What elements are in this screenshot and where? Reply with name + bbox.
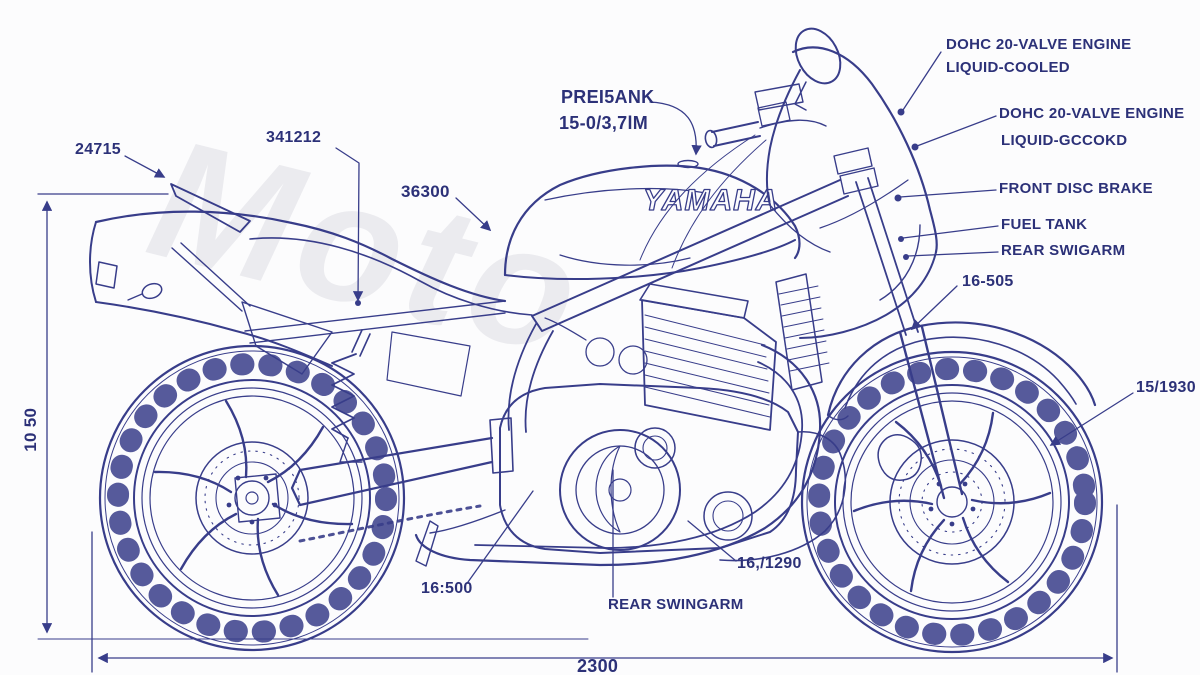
frame-and-swingarm xyxy=(234,179,849,543)
engine-callout-side-line2: LIQUID-GCCOKD xyxy=(1001,132,1128,149)
fuel-tank-shape: YAMAHA xyxy=(503,159,801,281)
rear-wheel xyxy=(98,344,406,652)
tail-and-seat xyxy=(89,183,533,375)
muffler-number: 16,/1290 xyxy=(737,555,802,572)
front-disc-brake-label: FRONT DISC BRAKE xyxy=(999,180,1153,197)
seat-number: 341212 xyxy=(266,129,322,146)
leader-lines xyxy=(124,51,1134,598)
front-wheel xyxy=(800,350,1104,654)
overall-height-dimension: 10 50 xyxy=(21,407,41,452)
dimension-lines xyxy=(37,193,1118,673)
overall-length-dimension: 2300 xyxy=(577,656,619,675)
fairing-and-fork xyxy=(704,27,1097,500)
fuel-tank-label: FUEL TANK xyxy=(1001,216,1088,233)
front-wheel-number: 15/1930 xyxy=(1136,379,1196,396)
tank-spec-line1: PREI5ANK xyxy=(561,87,655,107)
rear-swingarm-lower-label: REAR SWINGARM xyxy=(608,596,744,613)
tank-spec-line2: 15-0/3,7lM xyxy=(559,113,649,133)
yamaha-logo: YAMAHA xyxy=(643,184,778,217)
engine-callout-top-line2: LIQUID-COOLED xyxy=(946,59,1070,76)
tail-section-number: 24715 xyxy=(75,141,121,158)
engine-callout-top-line1: DOHC 20-VALVE ENGINE xyxy=(946,36,1132,53)
engine-callout-side-line1: DOHC 20-VALVE ENGINE xyxy=(999,105,1185,122)
rear-swingarm-upper-label: REAR SWIGARM xyxy=(1001,242,1126,259)
seat-front-number: 36300 xyxy=(401,182,450,201)
fork-number: 16-505 xyxy=(962,273,1014,290)
engine xyxy=(414,134,847,567)
exhaust-number: 16:500 xyxy=(421,580,473,597)
